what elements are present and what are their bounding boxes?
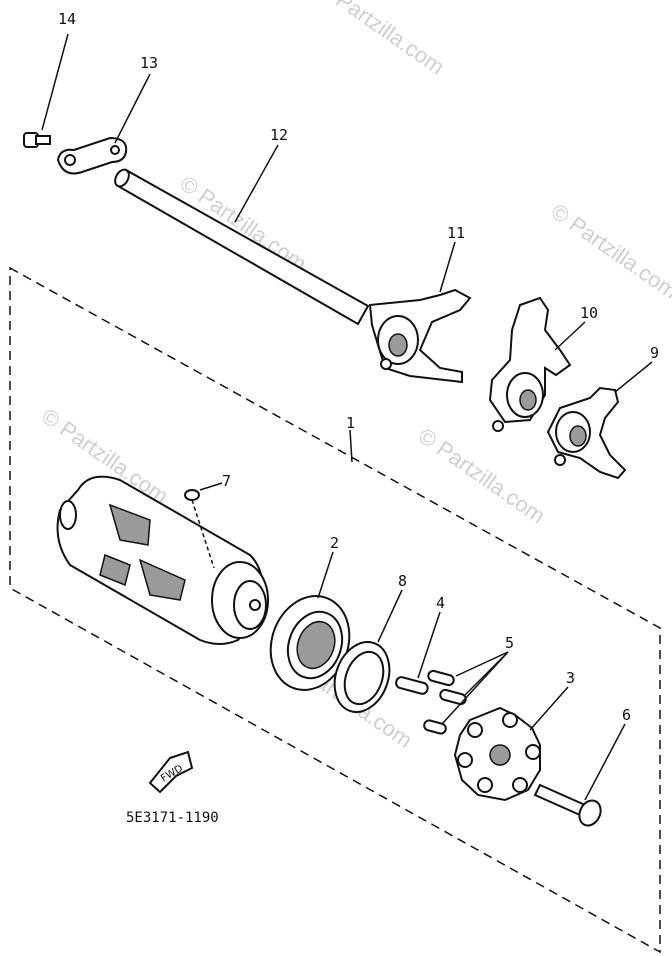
- callout-9: 9: [650, 344, 659, 362]
- part-segment-3: [453, 706, 541, 802]
- fwd-arrow-icon: FWD: [148, 750, 194, 794]
- callout-12: 12: [270, 126, 288, 144]
- part-fork-11: [368, 288, 472, 384]
- callout-5: 5: [505, 634, 514, 652]
- callout-11: 11: [447, 224, 465, 242]
- callout-8: 8: [398, 572, 407, 590]
- leader-lines: [41, 33, 653, 801]
- part-bolt-14: [23, 132, 51, 148]
- watermark: © Partzilla.com: [414, 423, 550, 529]
- callout-labels: 14 13 12 11 10 9 1 7 2 8 4 5 3 6: [58, 10, 659, 724]
- part-fork-9: [546, 386, 627, 480]
- part-dowel-4: [395, 676, 429, 695]
- callout-4: 4: [436, 594, 445, 612]
- callout-13: 13: [140, 54, 158, 72]
- callout-10: 10: [580, 304, 598, 322]
- callout-1: 1: [346, 414, 355, 432]
- part-pins-5: [423, 669, 467, 735]
- callout-14: 14: [58, 10, 76, 28]
- part-shaft-12: [114, 168, 370, 326]
- part-pin-7: [184, 489, 215, 569]
- part-bearing-2: [269, 595, 351, 691]
- callout-3: 3: [566, 669, 575, 687]
- watermark: © Partzilla.com: [547, 199, 672, 305]
- watermark: © Partzilla.com: [313, 0, 449, 80]
- part-plate-13: [56, 136, 128, 175]
- callout-2: 2: [330, 534, 339, 552]
- part-fork-10: [488, 296, 572, 432]
- callout-7: 7: [222, 472, 231, 490]
- callout-6: 6: [622, 706, 631, 724]
- assembly-outline: [9, 266, 661, 954]
- part-screw-6: [533, 783, 602, 827]
- part-drum-1: [56, 475, 269, 645]
- part-circlip-8: [333, 641, 391, 713]
- diagram-code: 5E3171-1190: [126, 810, 219, 826]
